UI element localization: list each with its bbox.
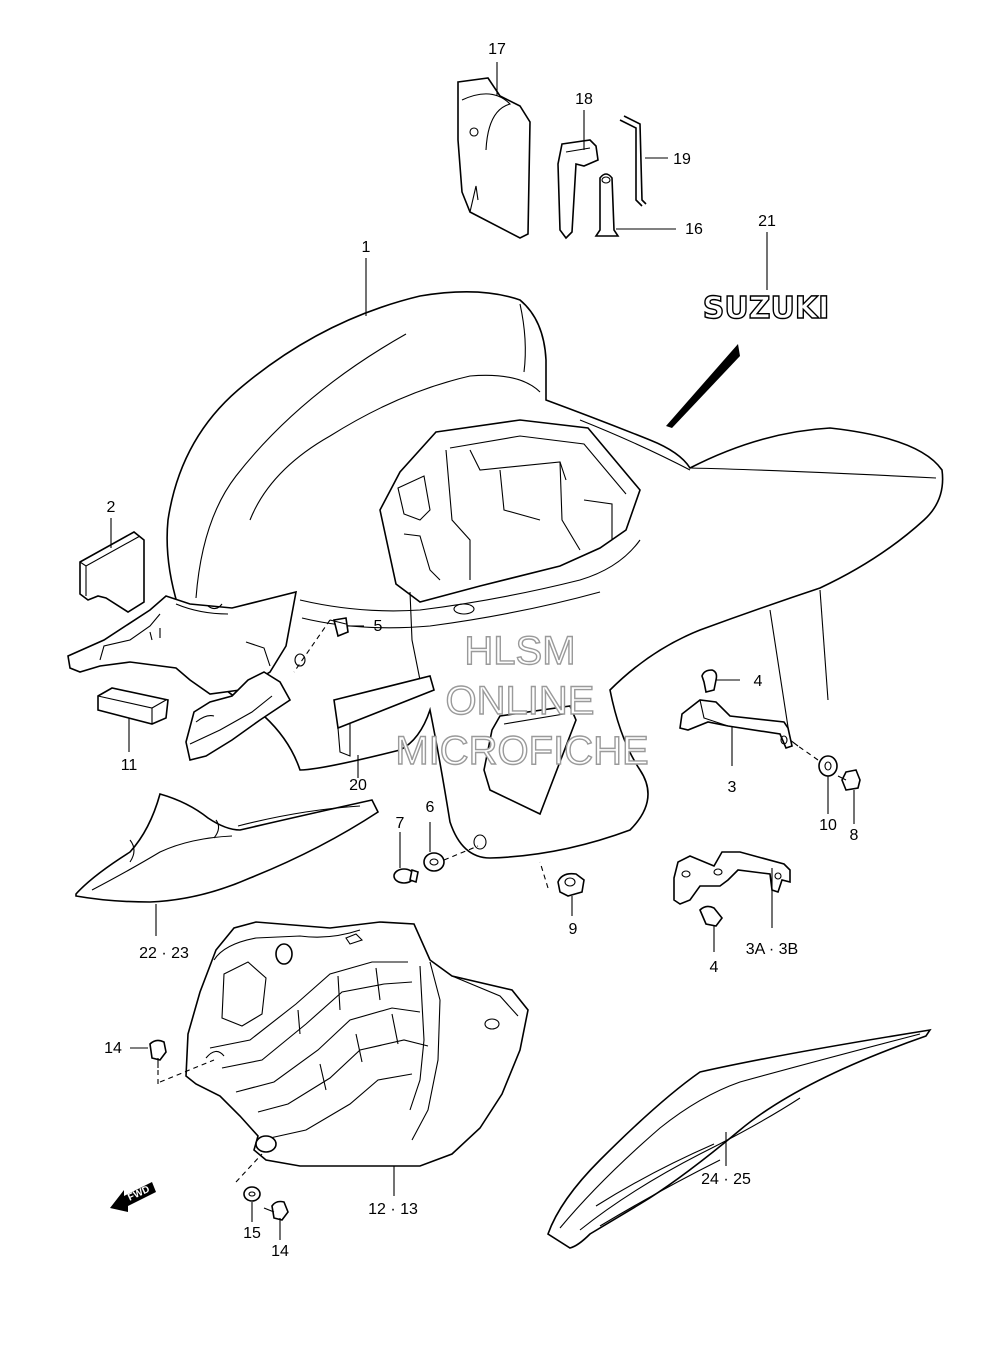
part-17-cover — [457, 77, 531, 239]
part-1-rear-fender — [67, 291, 944, 859]
part-16-pin — [594, 173, 620, 237]
pointer-arrow-21 — [666, 344, 740, 428]
part-3a-3b-bracket — [673, 851, 791, 905]
label-part-2: 2 — [107, 499, 116, 516]
label-part-17: 17 — [488, 41, 506, 58]
part-11-block — [97, 687, 169, 725]
part-14-screw-top — [149, 1039, 167, 1068]
label-part-8: 8 — [850, 827, 859, 844]
label-part-6: 6 — [426, 799, 435, 816]
label-part-7: 7 — [396, 815, 405, 832]
part-7-screw — [393, 868, 419, 884]
part-15-washer — [243, 1186, 261, 1202]
label-part-16: 16 — [685, 221, 703, 238]
part-10-washer — [818, 755, 838, 777]
part-4-bolt-bottom — [699, 905, 724, 927]
part-22-23-side-guard — [75, 793, 380, 903]
label-part-20: 20 — [349, 777, 367, 794]
watermark-line-1: HLSM — [464, 629, 575, 673]
part-9-nut — [557, 872, 585, 897]
watermark: HLSM ONLINE MICROFICHE — [395, 628, 650, 773]
label-part-18: 18 — [575, 91, 593, 108]
part-19-hex-wrench — [619, 115, 647, 207]
watermark-line-2: ONLINE — [446, 679, 595, 723]
part-14-screw-bottom — [263, 1200, 289, 1221]
label-part-12-13: 12 · 13 — [368, 1201, 418, 1218]
watermark-line-3: MICROFICHE — [395, 729, 648, 773]
label-part-3: 3 — [728, 779, 737, 796]
label-part-14-top: 14 — [104, 1040, 122, 1057]
label-part-21: 21 — [758, 213, 776, 230]
part-12-13-mudguard — [185, 921, 529, 1167]
label-part-9: 9 — [569, 921, 578, 938]
part-18-tool — [557, 139, 599, 240]
label-part-22-23: 22 · 23 — [139, 945, 189, 962]
suzuki-logo: SUZUKI — [703, 291, 830, 326]
label-part-11: 11 — [121, 757, 138, 774]
part-2-pad — [79, 531, 145, 613]
fwd-arrow-icon: FWD — [110, 1182, 156, 1212]
part-8-bolt — [837, 769, 861, 791]
part-6-washer — [423, 852, 445, 872]
label-part-10: 10 — [819, 817, 837, 834]
label-part-19: 19 — [673, 151, 691, 168]
label-part-5: 5 — [374, 618, 383, 635]
label-part-3a-3b: 3A · 3B — [746, 941, 798, 958]
label-part-24-25: 24 · 25 — [701, 1171, 751, 1188]
fwd-label: FWD — [126, 1184, 151, 1204]
part-4-bolt-top — [701, 669, 718, 693]
part-24-25-stripe-decal — [547, 1028, 932, 1249]
part-3-bracket — [679, 699, 793, 749]
part-5-screw — [329, 617, 349, 638]
label-part-4-bottom: 4 — [710, 959, 719, 976]
label-part-1: 1 — [362, 239, 371, 256]
label-part-4-top: 4 — [754, 673, 763, 690]
label-part-14-bottom: 14 — [271, 1243, 289, 1260]
label-part-15: 15 — [243, 1225, 261, 1242]
